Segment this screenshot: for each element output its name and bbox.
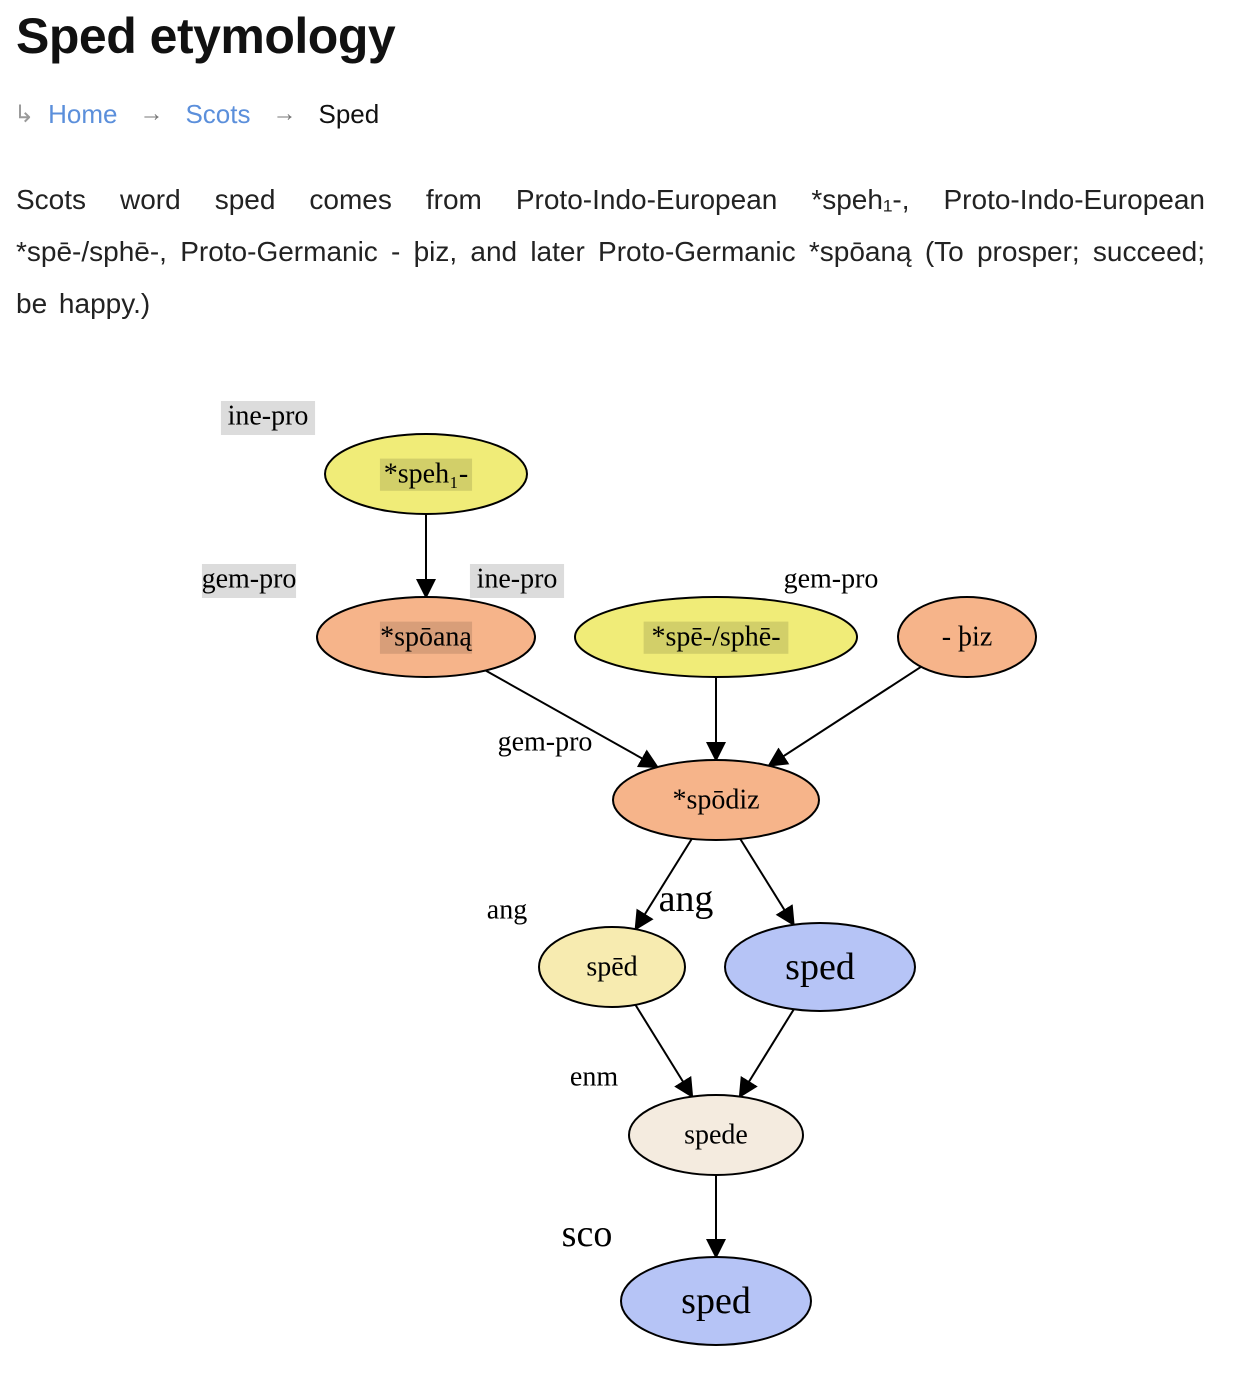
node-ellipse[interactable] (620, 1256, 812, 1346)
node-ellipse[interactable] (538, 926, 686, 1008)
node-ellipse[interactable] (724, 922, 916, 1012)
language-label-text: ang (487, 895, 527, 926)
node-word: *spōdiz (672, 785, 759, 816)
node-text-highlight (379, 458, 473, 491)
node-ellipse[interactable] (628, 1094, 804, 1176)
node-sped-sco-2[interactable]: sped (620, 1256, 812, 1346)
edge-sped-ang-to-spede (634, 1004, 694, 1099)
language-label: gem-pro (784, 564, 879, 595)
node-word: sped (681, 1280, 751, 1322)
node-ellipse[interactable] (574, 596, 858, 678)
node-word: spēd (586, 952, 637, 983)
nodes-layer: *speh₁- *spōaną *spē-/sphē- - þiz *spōdiz spē… (316, 433, 1037, 1346)
language-label: enm (570, 1062, 618, 1093)
node-ellipse[interactable] (612, 759, 820, 841)
language-label-text: enm (570, 1062, 618, 1093)
breadcrumb-scots-link[interactable]: Scots (185, 98, 251, 129)
label-highlight (220, 401, 316, 435)
node-word: sped (785, 946, 855, 988)
breadcrumb-current: Sped (318, 98, 380, 129)
edge-sped-sco-1-to-spede (738, 1008, 795, 1099)
node-spoana[interactable]: *spōaną (316, 596, 536, 678)
node-text-highlight (379, 621, 473, 654)
node-word: *spē-/sphē- (651, 622, 780, 653)
node-thiz[interactable]: - þiz (897, 596, 1037, 678)
node-word: *spōaną (380, 622, 472, 653)
language-label: ang (487, 895, 527, 926)
language-label-text: gem-pro (498, 727, 593, 758)
language-label: gem-pro (498, 727, 593, 758)
corner-down-right-icon: ↳ (14, 100, 35, 128)
breadcrumb-home-link[interactable]: Home (48, 98, 118, 129)
language-label: ang (659, 878, 714, 920)
label-highlight (201, 564, 297, 598)
node-ellipse[interactable] (897, 596, 1037, 678)
node-sped-sco-1[interactable]: sped (724, 922, 916, 1012)
language-label: sco (562, 1213, 613, 1255)
edge-thiz-to-spodiz (767, 666, 922, 767)
language-label-text: gem-pro (202, 564, 297, 595)
arrow-right-icon: → (139, 100, 164, 127)
node-ellipse[interactable] (316, 596, 536, 678)
node-text-highlight (643, 621, 789, 654)
arrow-right-icon: → (272, 100, 297, 127)
node-spodiz[interactable]: *spōdiz (612, 759, 820, 841)
language-label-text: ang (659, 878, 714, 920)
breadcrumb: ↳ Home → Scots → Sped (14, 96, 379, 132)
node-speh1[interactable]: *speh₁- (324, 433, 528, 515)
node-spede[interactable]: spede (628, 1094, 804, 1176)
language-label-text: sco (562, 1213, 613, 1255)
node-word: *speh₁- (384, 459, 468, 490)
node-word: spede (684, 1120, 748, 1151)
edges-layer (416, 514, 922, 1259)
etymology-summary: Scots word sped comes from Proto-Indo-Eu… (16, 184, 1205, 319)
node-spe-sphe[interactable]: *spē-/sphē- (574, 596, 858, 678)
language-label-text: ine-pro (477, 564, 558, 595)
node-sped-ang[interactable]: spēd (538, 926, 686, 1008)
language-label-text: gem-pro (784, 564, 879, 595)
page-title: Sped etymology (16, 8, 396, 64)
edge-spoana-to-spodiz (485, 669, 660, 769)
language-label: ine-pro (220, 401, 316, 435)
edge-spodiz-to-sped-sco-1 (739, 838, 795, 927)
language-label: gem-pro (201, 564, 297, 598)
language-label-text: ine-pro (228, 401, 309, 432)
node-ellipse[interactable] (324, 433, 528, 515)
language-label: ine-pro (469, 564, 565, 598)
language-labels-layer: ine-pro gem-pro ine-pro gem-pro gem-pro ang an… (202, 401, 879, 1256)
label-highlight (469, 564, 565, 598)
edge-spodiz-to-sped-ang (634, 838, 693, 931)
node-word: - þiz (942, 622, 993, 653)
